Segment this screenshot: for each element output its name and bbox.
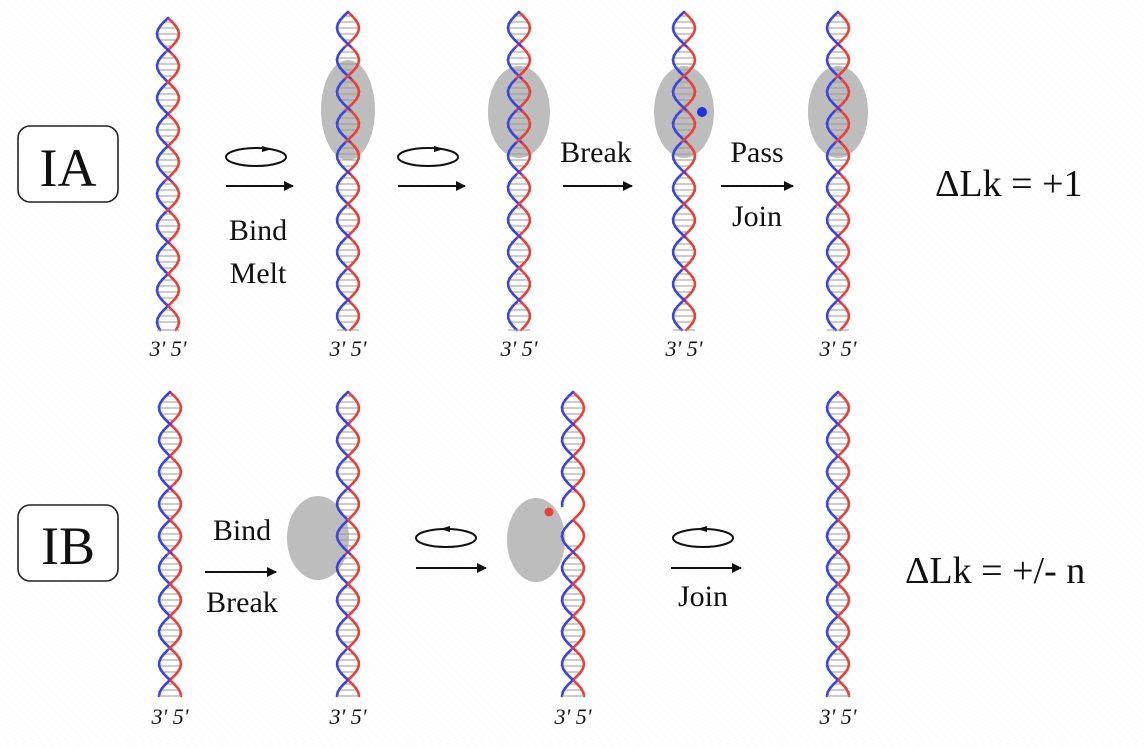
dna-strand-segment — [337, 692, 338, 696]
strand-end-label: 3' 5' — [151, 704, 189, 729]
step-label: Melt — [230, 257, 287, 290]
strand-end-labels-ia: 3' 5' 3' 5' 3' 5' 3' 5' 3' 5' — [149, 336, 857, 361]
dna-strand-segment — [350, 326, 354, 330]
dna-helix-ib-1 — [159, 392, 181, 696]
delta-lk-result-ib: ΔLk = +/- n — [905, 550, 1085, 592]
dna-strand-segment — [827, 692, 828, 696]
dna-helix-ib-2 — [287, 392, 359, 696]
step-label: Break — [206, 586, 278, 619]
dna-helix-ia-1 — [157, 18, 179, 330]
dna-strand-segment — [342, 326, 346, 330]
dna-strand-segment — [180, 692, 181, 696]
step-ib-3: Join — [671, 526, 741, 613]
dna-strand-segment — [840, 326, 844, 330]
dna-strand-segment — [832, 326, 836, 330]
strand-end-label: 3' 5' — [329, 704, 367, 729]
rotation-icon — [673, 526, 733, 547]
step-label: Bind — [213, 514, 271, 547]
step-label: Join — [732, 200, 782, 233]
step-label: Bind — [229, 214, 287, 247]
dna-strand-segment — [678, 326, 682, 330]
strand-end-label: 3' 5' — [329, 336, 367, 361]
row-ia: IA 3' 5' 3' 5' 3' 5' 3' 5' 3' 5' — [18, 12, 1083, 361]
strand-end-label: 3' 5' — [554, 704, 592, 729]
dna-strand-segment — [158, 326, 160, 330]
rotation-icon — [398, 146, 458, 166]
dna-strand-segment — [686, 326, 690, 330]
strand-end-labels-ib: 3' 5' 3' 5' 3' 5' 3' 5' — [151, 704, 857, 729]
dna-strand-segment — [513, 326, 517, 330]
dna-strand-segment — [583, 692, 584, 696]
delta-lk-result-ia: ΔLk = +1 — [935, 163, 1083, 205]
enzyme-blob — [287, 496, 349, 580]
dna-helix-ib-4 — [827, 392, 849, 696]
rotation-icon — [416, 526, 476, 547]
dna-helix-ia-5 — [808, 12, 868, 330]
strand-end-label: 3' 5' — [819, 336, 857, 361]
dna-helix-ia-2 — [321, 12, 375, 330]
broken-end-marker — [697, 107, 707, 117]
row-ib-label: IB — [41, 516, 95, 576]
step-ia-1: Bind Melt — [226, 146, 293, 290]
row-ib-label-box: IB — [18, 505, 118, 581]
step-ib-2 — [416, 526, 486, 568]
dna-helix-ia-3 — [488, 12, 550, 330]
dna-strand-segment — [848, 692, 849, 696]
dna-strand-segment — [176, 326, 178, 330]
dna-strand-segment — [358, 692, 359, 696]
step-label: Join — [678, 580, 728, 613]
step-ib-1: Bind Break — [205, 514, 278, 619]
step-ia-2 — [398, 146, 465, 186]
strand-end-label: 3' 5' — [665, 336, 703, 361]
step-ia-4: Pass Join — [721, 136, 793, 233]
strand-end-label: 3' 5' — [500, 336, 538, 361]
dna-helix-ib-3 — [507, 392, 584, 696]
step-ia-3: Break — [560, 136, 632, 186]
dna-strand-segment — [521, 326, 525, 330]
dna-strand-segment — [562, 692, 563, 696]
rotation-icon — [226, 146, 286, 166]
row-ia-label-box: IA — [18, 126, 118, 202]
row-ib: IB 3' 5' 3' 5' 3' 5' 3' 5' Bind Break — [18, 392, 1085, 729]
dna-strand-segment — [159, 692, 160, 696]
strand-end-label: 3' 5' — [819, 704, 857, 729]
step-label: Pass — [730, 136, 783, 169]
dna-helix-ia-4 — [654, 12, 714, 330]
nick-end-marker — [545, 508, 554, 517]
strand-end-label: 3' 5' — [149, 336, 187, 361]
row-ia-label: IA — [40, 138, 97, 198]
enzyme-blob — [507, 498, 565, 582]
step-label: Break — [560, 136, 632, 169]
